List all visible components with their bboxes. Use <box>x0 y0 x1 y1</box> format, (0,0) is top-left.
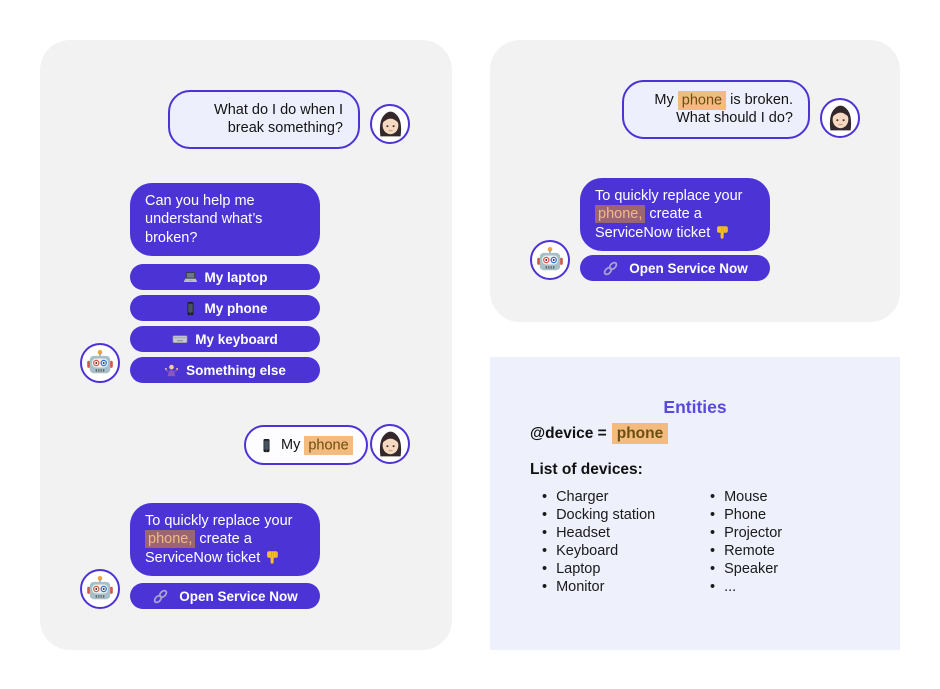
left-chat-panel: What do I do when I break something? Can… <box>40 40 452 650</box>
open-service-now-button[interactable]: Open Service Now <box>130 583 320 609</box>
link-icon <box>602 259 619 277</box>
user-message-text: What do I do when I break something? <box>214 102 343 137</box>
user-message-bubble: My phone is broken. What should I do? <box>622 80 810 139</box>
entity-highlight: phone, <box>145 530 196 549</box>
open-service-now-label: Open Service Now <box>179 588 298 604</box>
entities-title: Entities <box>663 397 727 417</box>
quick-reply-my-phone[interactable]: My phone <box>130 295 320 321</box>
device-item: Remote <box>710 542 782 560</box>
bot-avatar <box>80 569 120 609</box>
entity-value-highlight: phone <box>611 423 669 444</box>
entity-assignment: @device =phone <box>530 423 669 444</box>
open-service-now-label: Open Service Now <box>629 260 748 276</box>
device-item: Monitor <box>542 578 655 596</box>
woman-avatar-icon <box>828 104 852 131</box>
quick-reply-my-laptop[interactable]: My laptop <box>130 264 320 290</box>
device-item: Laptop <box>542 560 655 578</box>
bot-question-text: Can you help me understand what’s broken… <box>145 193 263 246</box>
device-item: ... <box>710 578 782 596</box>
device-list-heading: List of devices: <box>530 461 643 478</box>
quick-reply-something-else[interactable]: Something else <box>130 357 320 383</box>
quick-reply-label: Something else <box>186 362 286 378</box>
entity-highlight: phone, <box>595 205 646 224</box>
bot-answer-bubble: To quickly replace your phone, create a … <box>130 503 320 577</box>
entity-variable: @device = <box>530 425 607 442</box>
device-list-column-1: Charger Docking station Headset Keyboard… <box>542 488 655 596</box>
device-item: Speaker <box>710 560 782 578</box>
woman-avatar-icon <box>378 110 402 137</box>
right-chat-panel: My phone is broken. What should I do? To… <box>490 40 900 322</box>
pointing-down-icon <box>267 550 279 564</box>
device-item: Phone <box>710 506 782 524</box>
robot-avatar-icon <box>86 575 114 600</box>
robot-avatar-icon <box>536 246 564 271</box>
laptop-icon <box>183 271 197 282</box>
user-avatar <box>370 424 410 464</box>
user-message-text: My phone is broken. What should I do? <box>654 90 793 127</box>
device-item: Projector <box>710 524 782 542</box>
pointing-down-icon <box>717 225 729 239</box>
open-service-now-button[interactable]: Open Service Now <box>580 255 770 281</box>
device-item: Headset <box>542 524 655 542</box>
quick-reply-my-keyboard[interactable]: My keyboard <box>130 326 320 352</box>
quick-reply-label: My laptop <box>204 269 268 285</box>
entity-highlight: phone <box>677 90 727 110</box>
bot-answer-bubble: To quickly replace your phone, create a … <box>580 178 770 252</box>
bot-answer-text: To quickly replace your phone, create a … <box>595 188 743 241</box>
bot-question-bubble: Can you help me understand what’s broken… <box>130 183 320 257</box>
entities-panel: Entities @device =phone List of devices:… <box>490 357 900 650</box>
device-item: Charger <box>542 488 655 506</box>
user-message-bubble: What do I do when I break something? <box>168 90 360 149</box>
entity-highlight: phone <box>304 435 353 455</box>
link-icon <box>152 587 169 605</box>
device-item: Mouse <box>710 488 782 506</box>
user-message-text: My phone <box>281 435 353 455</box>
shrug-icon <box>164 363 179 377</box>
bot-avatar <box>530 240 570 280</box>
device-item: Keyboard <box>542 542 655 560</box>
bot-avatar <box>80 343 120 383</box>
device-list-column-2: Mouse Phone Projector Remote Speaker ... <box>710 488 782 596</box>
woman-avatar-icon <box>378 430 402 457</box>
user-avatar <box>370 104 410 144</box>
quick-reply-label: My keyboard <box>195 331 278 347</box>
device-item: Docking station <box>542 506 655 524</box>
keyboard-icon <box>172 335 188 344</box>
quick-reply-label: My phone <box>204 300 268 316</box>
phone-icon <box>263 438 270 452</box>
user-avatar <box>820 98 860 138</box>
phone-icon <box>187 301 193 315</box>
bot-answer-text: To quickly replace your phone, create a … <box>145 513 293 566</box>
user-message-bubble-my-phone: My phone <box>244 425 368 465</box>
robot-avatar-icon <box>86 349 114 374</box>
